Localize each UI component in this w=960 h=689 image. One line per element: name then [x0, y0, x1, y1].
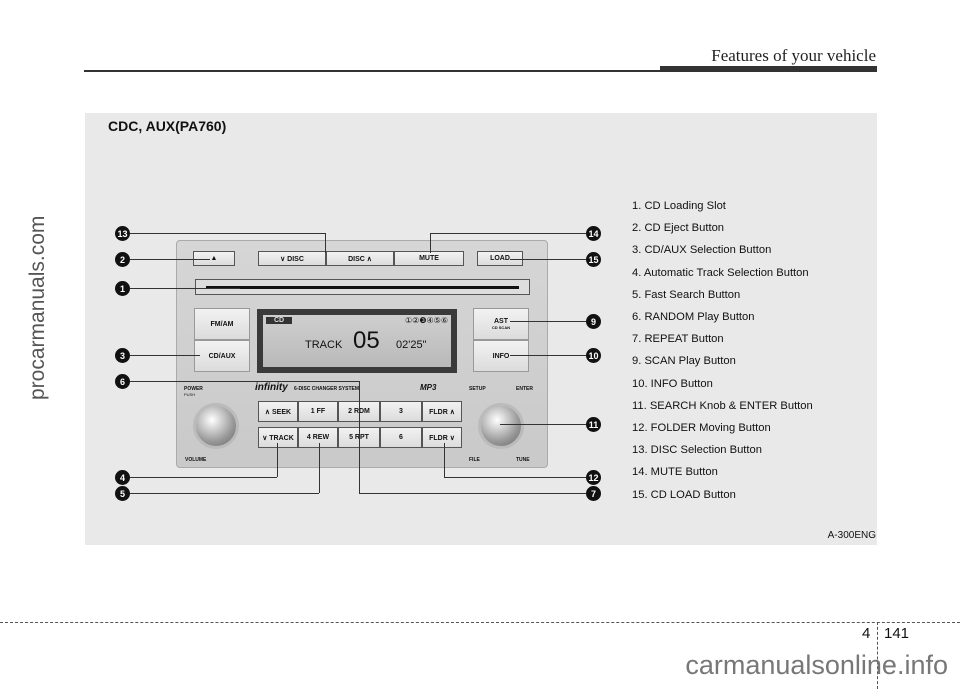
section-title: Features of your vehicle — [711, 46, 876, 65]
leader-line — [130, 355, 200, 356]
side-watermark: procarmanuals.com — [26, 215, 49, 400]
eject-button[interactable]: ▲ — [193, 251, 235, 266]
legend-item: 14. MUTE Button — [632, 466, 718, 479]
cd-slot — [195, 279, 530, 295]
legend-item: 13. DISC Selection Button — [632, 444, 762, 457]
fm-am-button[interactable]: FM/AM — [194, 308, 250, 340]
leader-line — [130, 493, 319, 494]
callout-6: 6 — [115, 374, 130, 389]
brand-logo: infinity — [255, 382, 288, 393]
push-label: PUSH — [184, 392, 196, 397]
volume-label: VOLUME — [185, 457, 207, 463]
callout-14: 14 — [586, 226, 601, 241]
legend-item: 12. FOLDER Moving Button — [632, 422, 771, 435]
leader-line — [319, 443, 320, 493]
mp3-logo: MP3 — [420, 383, 437, 392]
leader-line — [430, 233, 431, 253]
seek-button[interactable]: ∧ SEEK — [258, 401, 298, 422]
legend-item: 10. INFO Button — [632, 377, 713, 390]
chapter-number: 4 — [862, 625, 871, 642]
preset-1-ff-button[interactable]: 1 FF — [298, 401, 338, 422]
search-enter-knob[interactable] — [478, 403, 524, 449]
lcd-track-label: TRACK — [305, 339, 343, 351]
preset-3-button[interactable]: 3 — [380, 401, 422, 422]
legend-item: 9. SCAN Play Button — [632, 355, 736, 368]
legend-item: 11. SEARCH Knob & ENTER Button — [632, 399, 813, 412]
callout-3: 3 — [115, 348, 130, 363]
leader-line — [444, 443, 445, 477]
changer-label: 6-DISC CHANGER SYSTEM — [294, 386, 360, 392]
leader-line — [500, 424, 586, 425]
lcd-mode: CD — [266, 317, 293, 324]
disc-up-button[interactable]: DISC ∧ — [326, 251, 394, 266]
callout-9: 9 — [586, 314, 601, 329]
lcd-display: CD ①②❸④⑤⑥ TRACK 05 02'25" — [257, 309, 457, 373]
legend-item: 7. REPEAT Button — [632, 333, 724, 346]
figure-title: CDC, AUX(PA760) — [108, 118, 227, 134]
leader-line — [130, 259, 210, 260]
callout-5: 5 — [115, 486, 130, 501]
leader-line — [510, 321, 586, 322]
legend-item: 2. CD Eject Button — [632, 222, 725, 235]
leader-line — [277, 443, 278, 477]
legend-item: 5. Fast Search Button — [632, 288, 741, 301]
disc-down-button[interactable]: ∨ DISC — [258, 251, 326, 266]
leader-line — [130, 233, 325, 234]
load-button[interactable]: LOAD — [477, 251, 523, 266]
ast-label: AST — [494, 318, 508, 325]
callout-13: 13 — [115, 226, 130, 241]
folder-down-button[interactable]: FLDR ∨ — [422, 427, 462, 448]
preset-4-rew-button[interactable]: 4 REW — [298, 427, 338, 448]
lcd-time: 02'25" — [396, 339, 427, 351]
track-button[interactable]: ∨ TRACK — [258, 427, 298, 448]
lcd-disc-indicators: ①②❸④⑤⑥ — [404, 316, 448, 325]
leader-line — [510, 355, 586, 356]
preset-6-button[interactable]: 6 — [380, 427, 422, 448]
legend-item: 1. CD Loading Slot — [632, 200, 726, 212]
volume-power-knob[interactable] — [193, 403, 239, 449]
header-rule-thick — [660, 66, 877, 71]
legend-list: 1. CD Loading Slot 2. CD Eject Button 3.… — [632, 195, 813, 506]
power-label: POWER — [184, 386, 203, 392]
callout-15: 15 — [586, 252, 601, 267]
leader-line — [510, 259, 586, 260]
setup-label: SETUP — [469, 386, 486, 392]
leader-line — [430, 233, 586, 234]
footer-rule — [0, 622, 960, 623]
legend-item: 15. CD LOAD Button — [632, 488, 736, 501]
figure-code: A-300ENG — [827, 530, 876, 541]
folder-up-button[interactable]: FLDR ∧ — [422, 401, 462, 422]
cd-aux-button[interactable]: CD/AUX — [194, 340, 250, 372]
callout-11: 11 — [586, 417, 601, 432]
info-button[interactable]: INFO — [473, 340, 529, 372]
callout-2: 2 — [115, 252, 130, 267]
file-label: FILE — [469, 457, 480, 463]
leader-line — [359, 381, 360, 493]
callout-12: 12 — [586, 470, 601, 485]
leader-line — [444, 477, 586, 478]
lcd-track-number: 05 — [353, 327, 380, 354]
footer-watermark: carmanualsonline.info — [685, 650, 948, 680]
header-rule — [84, 70, 877, 72]
legend-item: 6. RANDOM Play Button — [632, 311, 755, 324]
footer-divider — [877, 622, 878, 689]
callout-10: 10 — [586, 348, 601, 363]
leader-line — [130, 477, 277, 478]
page-number: 141 — [884, 625, 910, 642]
tune-label: TUNE — [516, 457, 530, 463]
leader-line — [130, 381, 359, 382]
callout-7: 7 — [586, 486, 601, 501]
mute-button[interactable]: MUTE — [394, 251, 464, 266]
leader-line — [325, 233, 326, 253]
leader-line — [130, 288, 240, 289]
legend-item: 4. Automatic Track Selection Button — [632, 266, 809, 279]
enter-label: ENTER — [516, 386, 533, 392]
legend-item: 3. CD/AUX Selection Button — [632, 244, 772, 257]
callout-1: 1 — [115, 281, 130, 296]
cd-scan-label: CD SCAN — [491, 325, 511, 330]
callout-4: 4 — [115, 470, 130, 485]
leader-line — [359, 493, 586, 494]
